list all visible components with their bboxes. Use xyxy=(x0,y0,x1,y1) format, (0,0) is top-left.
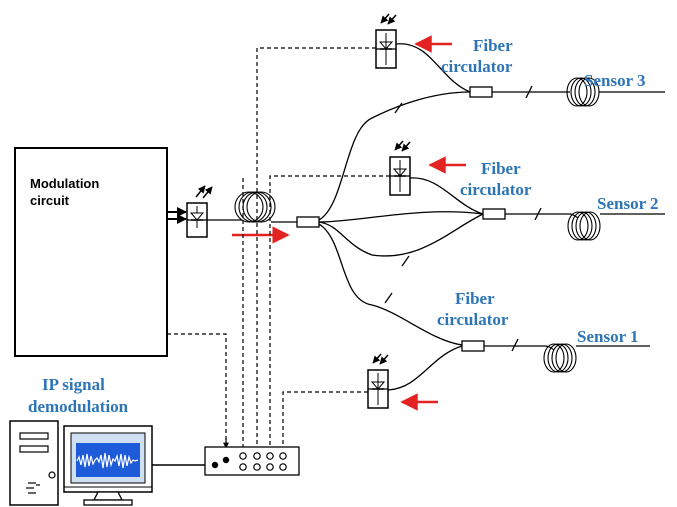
photodetector-icon xyxy=(367,353,389,409)
data-acquisition-card-icon xyxy=(204,446,300,476)
fiber-coil-icon xyxy=(234,191,276,223)
computer-tower-icon xyxy=(9,420,59,506)
modulation-label-line1: Modulation xyxy=(30,176,99,191)
branch-sensor-3: Fiber circulator Sensor 3 xyxy=(375,13,665,107)
drive-arrows xyxy=(167,207,187,224)
fiber-circulator-icon xyxy=(461,340,485,352)
branch-sensor-1: Fiber circulator Sensor 1 xyxy=(367,289,650,411)
signal-cables xyxy=(167,47,390,455)
monitor-icon xyxy=(63,425,153,506)
fiber-coil-icon xyxy=(543,343,577,373)
waveform-trace xyxy=(76,452,139,469)
sensor-1-label: Sensor 1 xyxy=(577,327,639,346)
photodetector-icon xyxy=(375,13,397,69)
fiber-circulator-icon xyxy=(482,208,506,220)
demod-label-line1: IP signal xyxy=(42,375,105,394)
sensor-3-label: Sensor 3 xyxy=(584,71,646,90)
modulation-circuit-box: Modulation circuit xyxy=(14,147,168,357)
fiber-circulator-icon xyxy=(469,86,493,98)
fiber-coil-icon xyxy=(566,77,600,107)
demod-label-line2: demodulation xyxy=(28,397,129,416)
branch-sensor-2: Fiber circulator Sensor 2 xyxy=(389,140,665,241)
circulator-3-label-line2: circulator xyxy=(441,57,513,76)
fiber-coupler-icon xyxy=(296,216,320,228)
coupler-output-fibers xyxy=(318,91,484,346)
photodetector-icon xyxy=(389,140,411,196)
circulator-3-label-line1: Fiber xyxy=(473,36,513,55)
circulator-2-label-line2: circulator xyxy=(460,180,532,199)
fiber-coil-icon xyxy=(567,211,601,241)
circulator-1-label-line2: circulator xyxy=(437,310,509,329)
modulation-label-line2: circuit xyxy=(30,193,70,208)
laser-diode-icon xyxy=(186,185,213,238)
circulator-1-label-line1: Fiber xyxy=(455,289,495,308)
circulator-2-label-line1: Fiber xyxy=(481,159,521,178)
sensor-2-label: Sensor 2 xyxy=(597,194,659,213)
